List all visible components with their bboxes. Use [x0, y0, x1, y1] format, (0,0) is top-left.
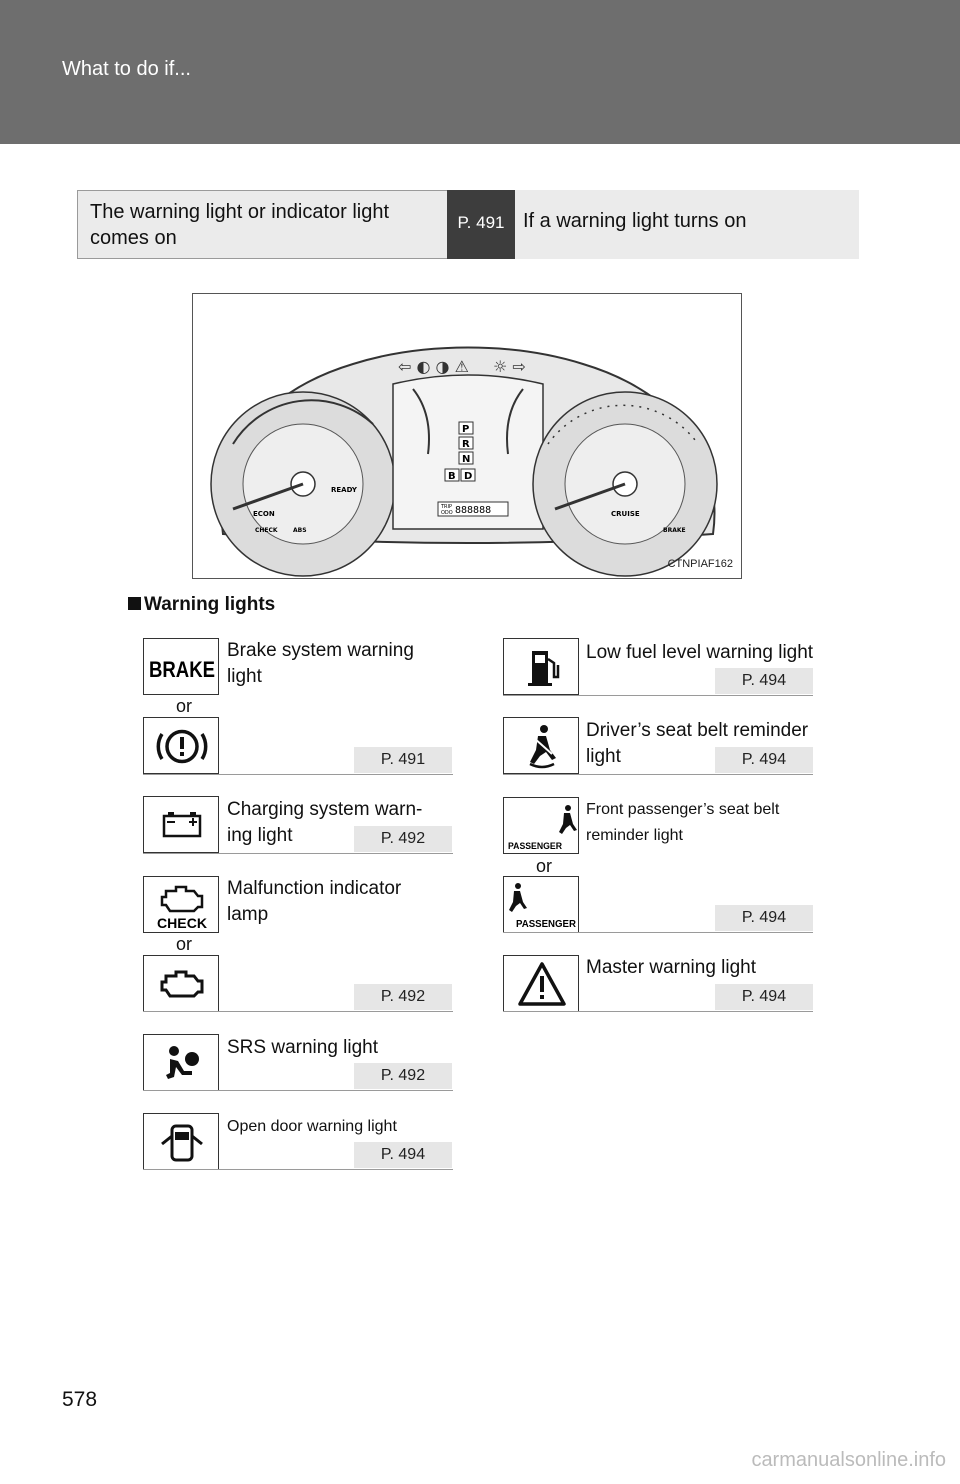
svg-text:N: N — [462, 454, 470, 465]
gear-selector: P R N B D — [444, 421, 476, 482]
instrument-cluster-figure: ⇦ ◐ ◑ ⚠ ☼ ⇨ P R N B D TRIP ODO 888888 EC… — [192, 293, 742, 579]
srs-warning-label: SRS warning light — [227, 1037, 379, 1058]
engine-check-icon: CHECK — [143, 876, 219, 933]
svg-text:ABS: ABS — [293, 527, 307, 534]
svg-text:P: P — [462, 424, 469, 435]
page-ref-brake[interactable]: P. 491 — [354, 747, 452, 773]
svg-text:CHECK: CHECK — [157, 915, 207, 931]
page-ref-open-door[interactable]: P. 494 — [354, 1142, 452, 1168]
or-text: or — [175, 696, 192, 716]
fuel-pump-icon — [503, 638, 579, 695]
svg-text:TRIP: TRIP — [440, 504, 452, 510]
row-divider — [503, 695, 813, 696]
header-band: What to do if... — [0, 0, 960, 144]
page-ref-srs[interactable]: P. 492 — [354, 1063, 452, 1089]
row-divider — [503, 932, 813, 933]
warning-triangle-icon — [503, 955, 579, 1012]
row-divider — [143, 853, 453, 854]
svg-text:☼ ⇨: ☼ ⇨ — [493, 357, 526, 376]
svg-text:⇦ ◐ ◑ ⚠: ⇦ ◐ ◑ ⚠ — [398, 357, 469, 376]
brake-text-icon: BRAKE — [143, 638, 219, 695]
svg-text:888888: 888888 — [455, 505, 491, 516]
page-ref-driver-seatbelt[interactable]: P. 494 — [715, 747, 813, 773]
svg-text:PASSENGER: PASSENGER — [516, 919, 577, 930]
row-divider — [503, 774, 813, 775]
svg-text:PASSENGER: PASSENGER — [508, 841, 562, 851]
row-divider — [143, 1090, 453, 1091]
brake-warning-label: Brake system warning light — [227, 640, 414, 687]
svg-text:READY: READY — [331, 486, 358, 494]
svg-text:R: R — [462, 439, 470, 450]
svg-text:ECON: ECON — [253, 510, 275, 518]
page-ref-charging[interactable]: P. 492 — [354, 826, 452, 852]
or-text: or — [175, 934, 192, 954]
passenger-seatbelt-icon: PASSENGER — [503, 797, 579, 854]
passenger-seatbelt-label: Front passenger’s seat belt reminder lig… — [586, 801, 780, 844]
charging-warning-label: Charging system warn-ing light — [227, 799, 423, 846]
bullet-square-icon — [128, 597, 141, 610]
engine-icon — [143, 955, 219, 1012]
passenger-seatbelt-icon-alt: PASSENGER — [503, 876, 579, 933]
row-divider — [143, 774, 453, 775]
section-title-text: Warning lights — [144, 594, 276, 615]
page-ref-master-warning[interactable]: P. 494 — [715, 984, 813, 1010]
page-ref-malfunction[interactable]: P. 492 — [354, 984, 452, 1010]
row-divider — [143, 1011, 453, 1012]
malfunction-label: Malfunction indicator lamp — [227, 878, 402, 925]
open-door-icon — [143, 1113, 219, 1170]
master-warning-label: Master warning light — [586, 957, 757, 978]
page-number: 578 — [62, 1388, 98, 1411]
nav-action-text: If a warning light turns on — [515, 190, 859, 259]
seatbelt-icon — [503, 717, 579, 774]
svg-text:B: B — [448, 471, 456, 482]
instrument-cluster-drawing: ⇦ ◐ ◑ ⚠ ☼ ⇨ P R N B D TRIP ODO 888888 EC… — [210, 346, 718, 577]
page-ref-low-fuel[interactable]: P. 494 — [715, 668, 813, 694]
nav-page-ref[interactable]: P. 491 — [447, 190, 515, 259]
header-title: What to do if... — [62, 58, 191, 80]
section-title: Warning lights — [128, 594, 275, 616]
battery-icon — [143, 796, 219, 853]
row-divider — [143, 1169, 453, 1170]
navigation-row: The warning light or indicator light com… — [77, 190, 859, 259]
airbag-icon — [143, 1034, 219, 1091]
nav-condition-text: The warning light or indicator light com… — [77, 190, 445, 259]
or-text: or — [535, 856, 552, 876]
figure-code: CTNPIAF162 — [667, 558, 733, 570]
svg-text:D: D — [464, 471, 472, 482]
svg-text:ODO: ODO — [441, 510, 453, 516]
svg-text:BRAKE: BRAKE — [149, 657, 215, 682]
svg-text:BRAKE: BRAKE — [663, 527, 686, 534]
row-divider — [503, 1011, 813, 1012]
driver-seatbelt-label: Driver’s seat belt reminder light — [586, 720, 809, 767]
page-ref-passenger-seatbelt[interactable]: P. 494 — [715, 905, 813, 931]
watermark: carmanualsonline.info — [751, 1449, 946, 1471]
svg-text:CHECK: CHECK — [255, 527, 278, 534]
open-door-label: Open door warning light — [227, 1118, 397, 1135]
brake-circle-icon — [143, 717, 219, 774]
svg-text:CRUISE: CRUISE — [611, 510, 640, 518]
low-fuel-label: Low fuel level warning light — [586, 642, 814, 663]
